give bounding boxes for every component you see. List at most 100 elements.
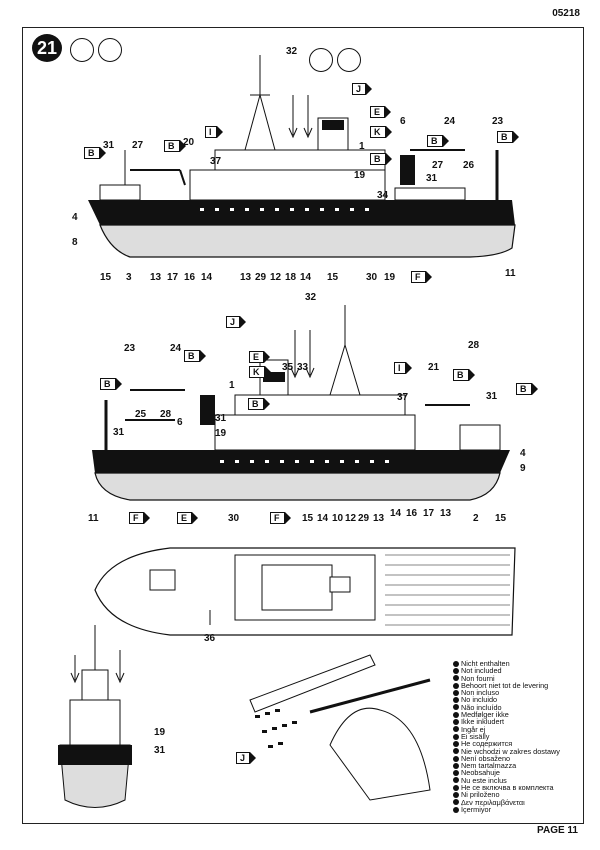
page-number: PAGE 11 (537, 825, 578, 836)
legend-item: No incluido (453, 695, 560, 705)
part-label: 19 (354, 170, 366, 181)
part-label: 20 (183, 137, 195, 148)
part-label: 11 (505, 268, 516, 279)
legend-text: Nie wchodzi w zakres dostawy (461, 746, 560, 756)
legend-text: Не се включва в комплекта (461, 783, 554, 793)
part-label: 21 (428, 362, 440, 373)
part-label: 31 (154, 745, 166, 756)
legend-text: Ikke inkludert (461, 717, 504, 727)
color-flag: J (352, 83, 373, 95)
part-label: 31 (486, 391, 498, 402)
legend-text: No incluido (461, 695, 498, 705)
part-label: 15 (327, 272, 339, 283)
paint-pot-icon (98, 38, 122, 62)
part-label: 15 (302, 513, 314, 524)
legend-text: Δεν περιλαμβάνεται (461, 797, 525, 807)
part-label: 2 (473, 513, 479, 524)
part-label: 14 (300, 272, 312, 283)
language-flag-icon (453, 660, 459, 667)
legend-text: Не содержится (461, 739, 513, 749)
part-label: 29 (255, 272, 267, 283)
language-flag-icon (453, 762, 459, 769)
color-flag: K (249, 366, 270, 378)
color-flag: B (516, 383, 537, 395)
language-flag-icon (453, 667, 459, 674)
legend-item: İçermiyor (453, 806, 560, 813)
legend-text: Neobsahuje (461, 768, 500, 778)
part-label: 27 (132, 140, 144, 151)
part-label: 28 (160, 409, 172, 420)
part-label: 17 (167, 272, 179, 283)
thread-spool-icon (309, 48, 333, 72)
part-label: 8 (72, 237, 78, 248)
language-flag-icon (453, 726, 459, 733)
color-flag: F (129, 512, 149, 524)
language-flag-icon (453, 791, 459, 798)
part-label: 19 (154, 727, 166, 738)
color-flag: B (100, 378, 121, 390)
legend-text: Nicht enthalten (461, 659, 510, 668)
part-label: 30 (228, 513, 240, 524)
color-flag: F (270, 512, 290, 524)
color-flag: B (84, 147, 105, 159)
color-flag: I (394, 362, 411, 374)
legend-item: Δεν περιλαμβάνεται (453, 797, 560, 807)
part-label: 14 (390, 508, 402, 519)
legend-item: Não incluído (453, 702, 560, 712)
legend-text: Non fourni (461, 673, 495, 683)
legend-text: Not included (461, 666, 502, 676)
color-flag: E (177, 512, 199, 524)
legend-text: İçermiyor (461, 804, 491, 814)
legend-item: Nu este inclus (453, 776, 560, 784)
legend-item: Není obsaženo (453, 755, 560, 762)
part-label: 18 (285, 272, 297, 283)
part-label: 13 (240, 272, 252, 283)
legend-text: Não incluído (461, 702, 502, 712)
color-flag: B (184, 350, 205, 362)
part-label: 27 (432, 160, 444, 171)
part-label: 4 (520, 448, 526, 459)
legend-text: Non incluso (461, 688, 500, 698)
legend-item: Not included (453, 666, 560, 676)
legend-item: Не содержится (453, 739, 560, 749)
part-label: 28 (468, 340, 480, 351)
part-label: 17 (423, 508, 435, 519)
part-label: 35 (282, 362, 294, 373)
part-label: 36 (204, 633, 216, 644)
part-label: 23 (124, 343, 136, 354)
legend-item: Ei sisälly (453, 733, 560, 740)
language-flag-icon (453, 697, 459, 704)
color-flag: B (248, 398, 269, 410)
step-number: 21 (32, 34, 62, 62)
part-label: 12 (270, 272, 282, 283)
kit-code: 05218 (552, 8, 580, 19)
legend-text: Medfølger ikke (461, 710, 509, 720)
part-label: 26 (463, 160, 475, 171)
part-label: 1 (359, 141, 365, 152)
legend-item: Ikke inkludert (453, 717, 560, 727)
language-flag-icon (453, 675, 459, 682)
part-label: 16 (406, 508, 418, 519)
legend-text: Ni priloženo (461, 790, 500, 800)
part-label: 24 (444, 116, 456, 127)
part-label: 16 (184, 272, 196, 283)
color-flag: B (497, 131, 518, 143)
language-flag-icon (453, 689, 459, 696)
legend-text: Ingår ej (461, 724, 486, 734)
color-flag: F (411, 271, 431, 283)
part-label: 13 (440, 508, 452, 519)
part-label: 11 (88, 513, 99, 524)
language-flag-icon (453, 770, 459, 777)
part-label: 31 (426, 173, 438, 184)
legend-text: Není obsaženo (461, 753, 511, 763)
part-label: 24 (170, 343, 182, 354)
language-flag-icon (453, 719, 459, 726)
part-label: 31 (215, 413, 227, 424)
brush-icon (70, 38, 94, 62)
part-label: 4 (72, 212, 78, 223)
language-flag-icon (453, 704, 459, 711)
language-flag-icon (453, 711, 459, 718)
